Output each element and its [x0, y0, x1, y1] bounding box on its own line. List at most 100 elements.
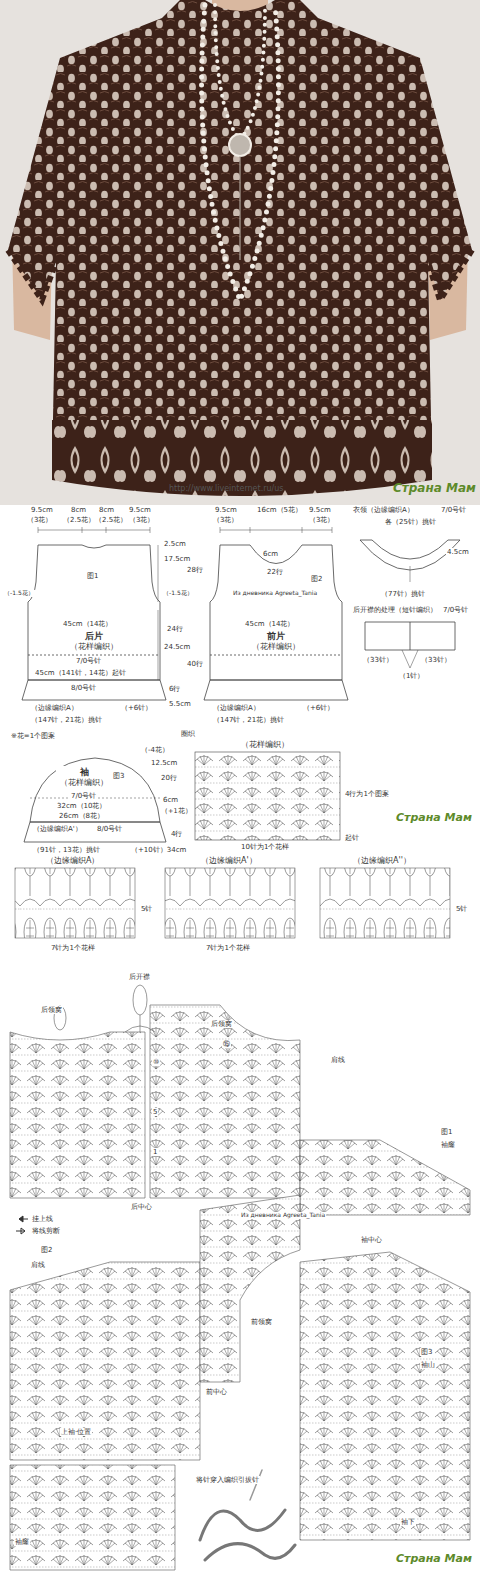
drawing-stroke — [195, 752, 340, 840]
drawing-stroke — [150, 1005, 300, 1198]
drawing-stroke — [30, 758, 160, 822]
chart-label: 后开襟的处理（短针编织） — [352, 606, 438, 614]
chart-label: 45cm（14花） — [244, 620, 295, 628]
arrow-sample — [16, 1228, 25, 1234]
drawing-stroke — [28, 655, 160, 656]
chart-label: （147针，21花）挑针 — [212, 716, 285, 724]
drawing-stroke — [300, 1252, 470, 1540]
drawing-stroke — [220, 527, 332, 533]
chart-label: （边缘编织A） — [45, 856, 100, 865]
chart-label: （+10针）34cm — [130, 846, 187, 854]
chart-label: 袖下 — [400, 1518, 416, 1526]
chart-label: （+6针） — [120, 704, 153, 712]
drawing-stroke — [0, 0, 480, 505]
drawing-stroke — [250, 1470, 262, 1500]
chart-label: 袖窿 — [14, 1538, 30, 1546]
chart-label: 上袖·位置 — [60, 1428, 92, 1436]
chart-label: （1针） — [398, 672, 425, 680]
chart-label: 后领窝 — [40, 1006, 63, 1014]
chart-label: 45cm（141针，14花）起针 — [34, 669, 127, 677]
watermark-logo: Страна Мам — [392, 482, 477, 496]
chart-label: 袖中心 — [360, 1236, 383, 1244]
drawing-stroke — [28, 545, 160, 680]
drawing-stroke — [10, 1032, 145, 1198]
legend-text: 挂上线 — [32, 1214, 53, 1224]
stitch-name: （花样编织） — [251, 642, 301, 652]
piece-name: 袖 — [59, 767, 109, 778]
chart-label: （3花） — [128, 516, 155, 524]
drawing-stroke — [200, 1510, 285, 1540]
drawing-stroke — [204, 680, 348, 700]
chart-label: 1 — [152, 1148, 158, 1156]
drawing-stroke — [158, 545, 159, 680]
chart-label: （3花） — [26, 516, 53, 524]
drawing-stroke — [8, 0, 472, 493]
chart-label: 4.5cm — [446, 548, 470, 556]
chart-label: （-1.5花） — [3, 590, 35, 597]
chart-label: 后中心 — [130, 1203, 153, 1211]
chart-label: 9.5cm — [308, 506, 332, 514]
chart-label: 9.5cm — [214, 506, 238, 514]
stitch-name: （花样编织） — [59, 778, 109, 788]
chart-label: （边缘编织A'） — [32, 825, 83, 833]
chart-label: 12.5cm — [150, 759, 178, 767]
chart-label: 17.5cm — [163, 555, 191, 563]
chart-label: （147针，21花）挑针 — [30, 716, 103, 724]
legend-arrow — [15, 1227, 29, 1235]
chart-label: 6cm — [262, 550, 279, 558]
chart-label: Из дневника Agreeta_Tania — [240, 1212, 326, 1219]
chart-label: （+1花） — [160, 808, 193, 815]
chart-label: （-4花） — [140, 746, 170, 754]
drawing-stroke — [10, 1262, 200, 1460]
chart-label: 9.5cm — [128, 506, 152, 514]
chart-label: 图2 — [40, 1246, 53, 1254]
chart-label: Из дневника Agreeta_Tania — [232, 590, 318, 597]
photo — [0, 0, 480, 505]
schematic — [22, 527, 460, 842]
chart-label: 26cm（8花） — [58, 812, 105, 820]
chart-label: （+6针） — [302, 704, 335, 712]
chart-label: 5针 — [140, 905, 153, 913]
chart-label: （边缘编织A） — [212, 704, 261, 712]
pattern-piece: 前片（花样编织） — [248, 630, 304, 653]
drawing-stroke — [10, 1465, 175, 1570]
chart-label: 前中心 — [205, 1388, 228, 1396]
chart-label: 8cm — [98, 506, 115, 514]
chart-label: （2.5花） — [94, 516, 128, 524]
chart-label: 肩线 — [30, 1261, 46, 1269]
drawing-stroke — [52, 420, 432, 496]
pattern-piece: 后片（花样编织） — [66, 630, 122, 653]
chart-label: 图3 — [420, 1348, 433, 1356]
chart-label: 7/0号针 — [70, 792, 97, 800]
stitch-name: （花样编织） — [69, 642, 119, 652]
drawing-stroke — [410, 566, 411, 582]
drawing-stroke — [205, 1544, 295, 1560]
pattern-piece: 袖（花样编织） — [56, 766, 112, 789]
chart-label: 45cm（14花） — [62, 620, 113, 628]
drawing-stroke — [240, 156, 241, 260]
piece-name: 前片 — [251, 631, 301, 642]
watermark-url: http://www.liveinternet.ru/us — [168, 484, 285, 493]
drawing-stroke — [402, 650, 418, 668]
chart-label: 7/0号针 — [442, 606, 469, 614]
chart-label: 5针 — [455, 905, 468, 913]
chart-label: 圈织 — [180, 730, 196, 738]
watermark-logo: Страна Мам — [395, 1553, 473, 1566]
chart-label: 7/0号针 — [440, 506, 467, 514]
piece-name: 后片 — [69, 631, 119, 642]
drawing-stroke — [320, 868, 450, 938]
chart-label: 图2 — [310, 575, 323, 583]
chart-label: 32cm（10花） — [56, 802, 107, 810]
chart-label: （77针）挑针 — [380, 590, 426, 598]
chart-label: 4行为1个图案 — [344, 790, 390, 798]
neck-edging — [54, 985, 155, 1032]
chart-label: （边缘编织A'） — [200, 856, 258, 865]
chart-label: ※花=1个图案 — [10, 732, 56, 740]
chart-label: （边缘编织A''） — [352, 856, 412, 865]
drawing-stroke — [428, 250, 472, 300]
drawing-stroke — [365, 622, 455, 650]
drawing-stroke — [200, 1195, 300, 1382]
drawing-stroke — [202, 5, 279, 300]
chart-label: 7针为1个花样 — [50, 944, 96, 952]
